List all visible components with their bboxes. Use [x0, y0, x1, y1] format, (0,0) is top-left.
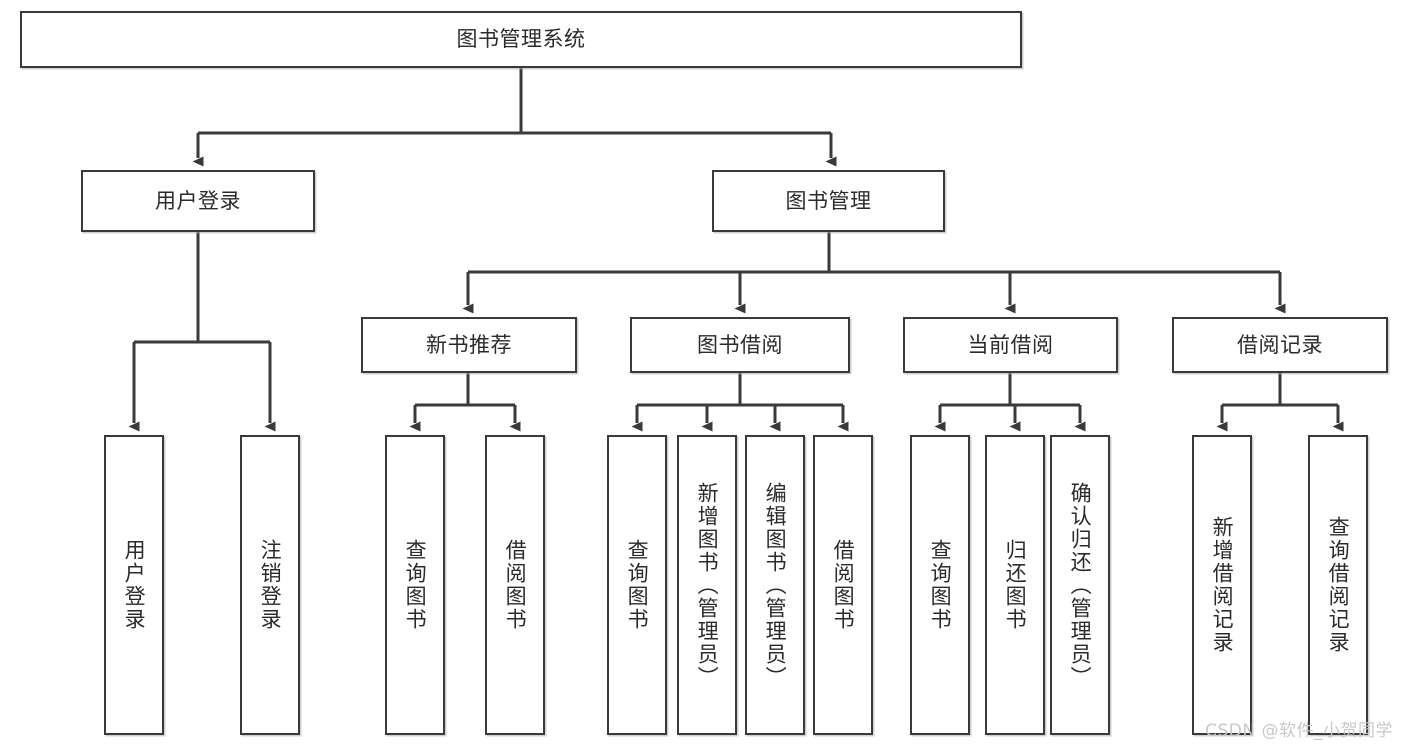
- node-new-book-recommend[interactable]: 新书推荐: [361, 317, 577, 373]
- node-user-login[interactable]: 用户登录: [81, 170, 315, 232]
- node-leaf-add-record[interactable]: 新增借阅记录: [1192, 435, 1252, 735]
- watermark-label: CSDN @软件_小贺同学: [1205, 721, 1393, 741]
- node-label-leaf-add-record: 新增借阅记录: [1210, 516, 1235, 654]
- node-leaf-add-book[interactable]: 新增图书（管理员）: [677, 435, 737, 735]
- node-label-leaf-edit-book: 编辑图书（管理员）: [763, 481, 788, 689]
- node-leaf-query-book-bb[interactable]: 查询图书: [607, 435, 667, 735]
- node-label-leaf-query-book-cb: 查询图书: [928, 539, 953, 631]
- node-label-book-borrow: 图书借阅: [697, 332, 783, 357]
- node-root[interactable]: 图书管理系统: [20, 11, 1022, 68]
- node-current-borrow[interactable]: 当前借阅: [903, 317, 1118, 373]
- node-label-leaf-user-login: 用户登录: [122, 539, 147, 631]
- node-leaf-user-login[interactable]: 用户登录: [104, 435, 164, 735]
- node-leaf-borrow-book-bb[interactable]: 借阅图书: [813, 435, 873, 735]
- node-leaf-query-book-cb[interactable]: 查询图书: [910, 435, 970, 735]
- node-label-leaf-query-record: 查询借阅记录: [1326, 516, 1351, 654]
- node-label-leaf-logout: 注销登录: [258, 539, 283, 631]
- node-leaf-edit-book[interactable]: 编辑图书（管理员）: [745, 435, 805, 735]
- node-label-user-login: 用户登录: [155, 188, 241, 213]
- node-leaf-query-book-rec[interactable]: 查询图书: [385, 435, 445, 735]
- node-leaf-return-book[interactable]: 归还图书: [985, 435, 1045, 735]
- node-label-leaf-query-book-rec: 查询图书: [403, 539, 428, 631]
- node-label-root: 图书管理系统: [456, 27, 586, 52]
- node-label-leaf-add-book: 新增图书（管理员）: [695, 481, 720, 689]
- node-label-leaf-borrow-book-bb: 借阅图书: [831, 539, 856, 631]
- node-label-book-manage: 图书管理: [785, 188, 872, 213]
- node-label-borrow-record: 借阅记录: [1237, 332, 1323, 357]
- node-leaf-logout[interactable]: 注销登录: [240, 435, 300, 735]
- node-book-borrow[interactable]: 图书借阅: [630, 317, 850, 373]
- node-label-leaf-confirm-return: 确认归还（管理员）: [1068, 481, 1093, 689]
- node-label-leaf-borrow-book-rec: 借阅图书: [503, 539, 528, 631]
- node-leaf-borrow-book-rec[interactable]: 借阅图书: [485, 435, 545, 735]
- node-leaf-confirm-return[interactable]: 确认归还（管理员）: [1050, 435, 1110, 735]
- node-label-new-book-recommend: 新书推荐: [426, 332, 512, 357]
- node-book-manage[interactable]: 图书管理: [712, 170, 945, 232]
- node-label-leaf-query-book-bb: 查询图书: [625, 539, 650, 631]
- node-label-current-borrow: 当前借阅: [967, 332, 1054, 357]
- node-leaf-query-record[interactable]: 查询借阅记录: [1308, 435, 1368, 735]
- node-borrow-record[interactable]: 借阅记录: [1172, 317, 1388, 373]
- node-label-leaf-return-book: 归还图书: [1003, 539, 1028, 631]
